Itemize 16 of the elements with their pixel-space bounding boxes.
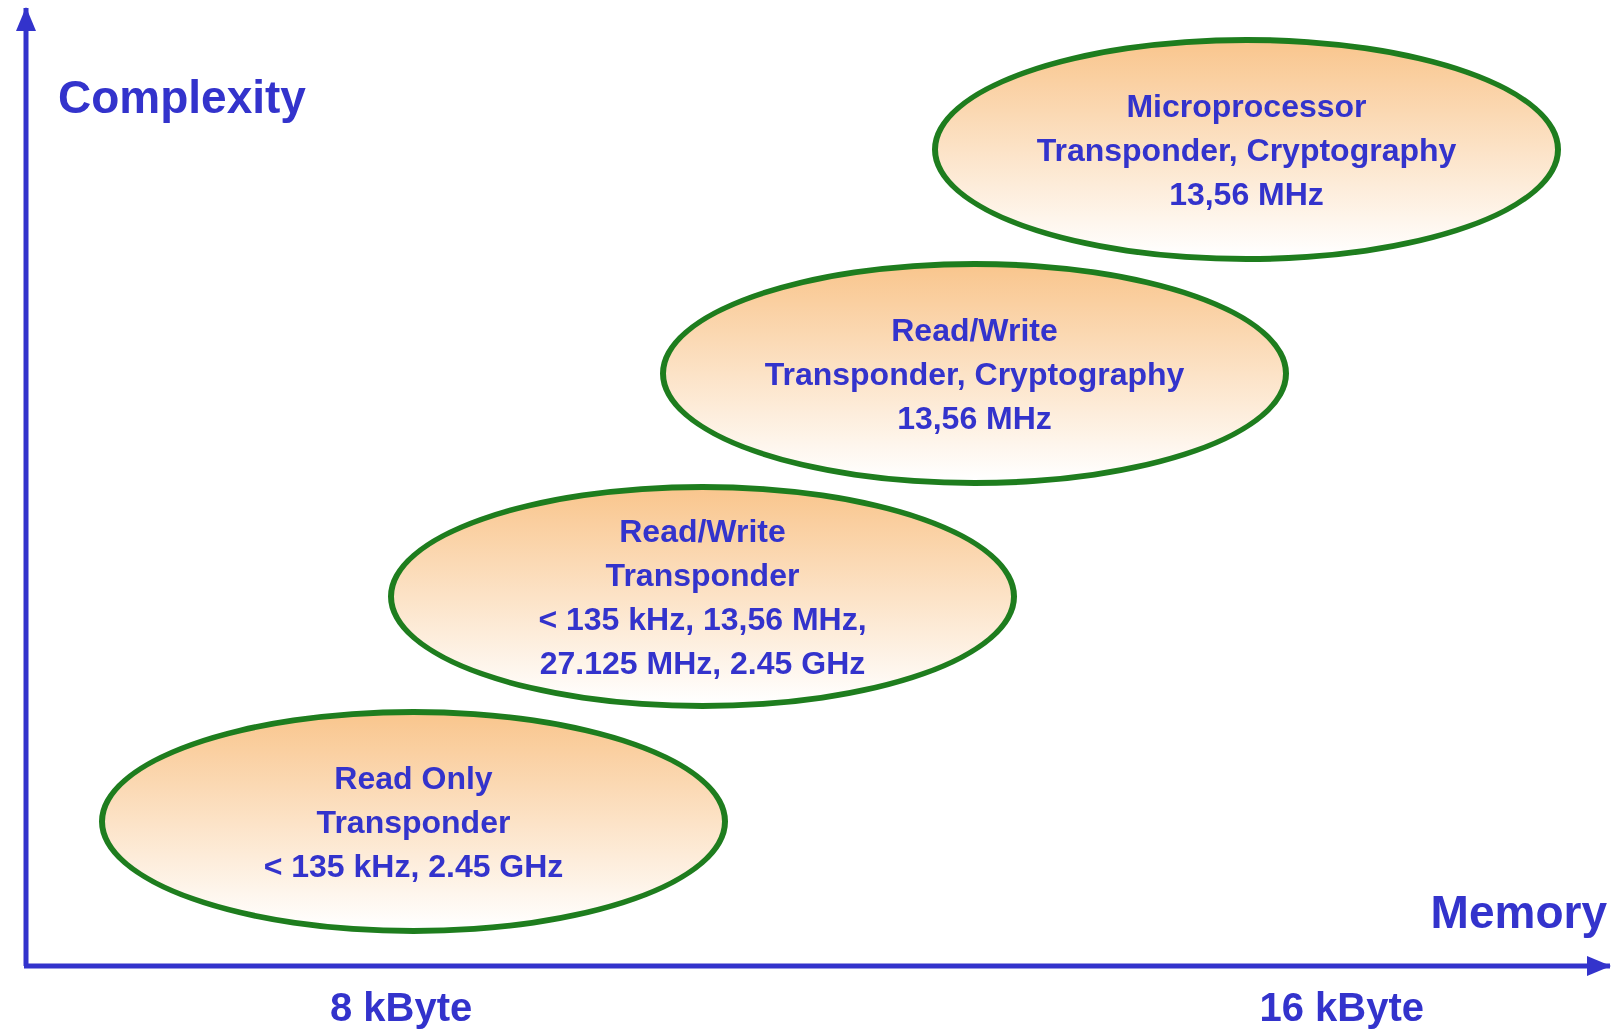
category-text: 13,56 MHz — [897, 398, 1052, 438]
tick-label: 8 kByte — [330, 985, 473, 1030]
category-heading: Read/Write — [619, 511, 786, 551]
category-heading: Read/Write — [891, 310, 1058, 350]
axis-title: Complexity — [58, 70, 306, 124]
axis-title: Memory — [1430, 885, 1607, 939]
tick-label: 16 kByte — [1259, 985, 1425, 1030]
category-text: < 135 kHz, 13,56 MHz, 27.125 MHz, 2.45 GHz — [537, 599, 868, 683]
category-text: Transponder — [316, 802, 511, 842]
category-text: 13,56 MHz — [1169, 174, 1324, 214]
category-text: < 135 kHz, 2.45 GHz — [263, 846, 564, 886]
category-heading: Microprocessor — [1126, 86, 1367, 126]
category-text: Transponder, Cryptography — [764, 354, 1185, 394]
category-text: Transponder, Cryptography — [1036, 130, 1457, 170]
category-heading: Read Only — [334, 758, 493, 798]
category-text: Transponder — [605, 555, 800, 595]
